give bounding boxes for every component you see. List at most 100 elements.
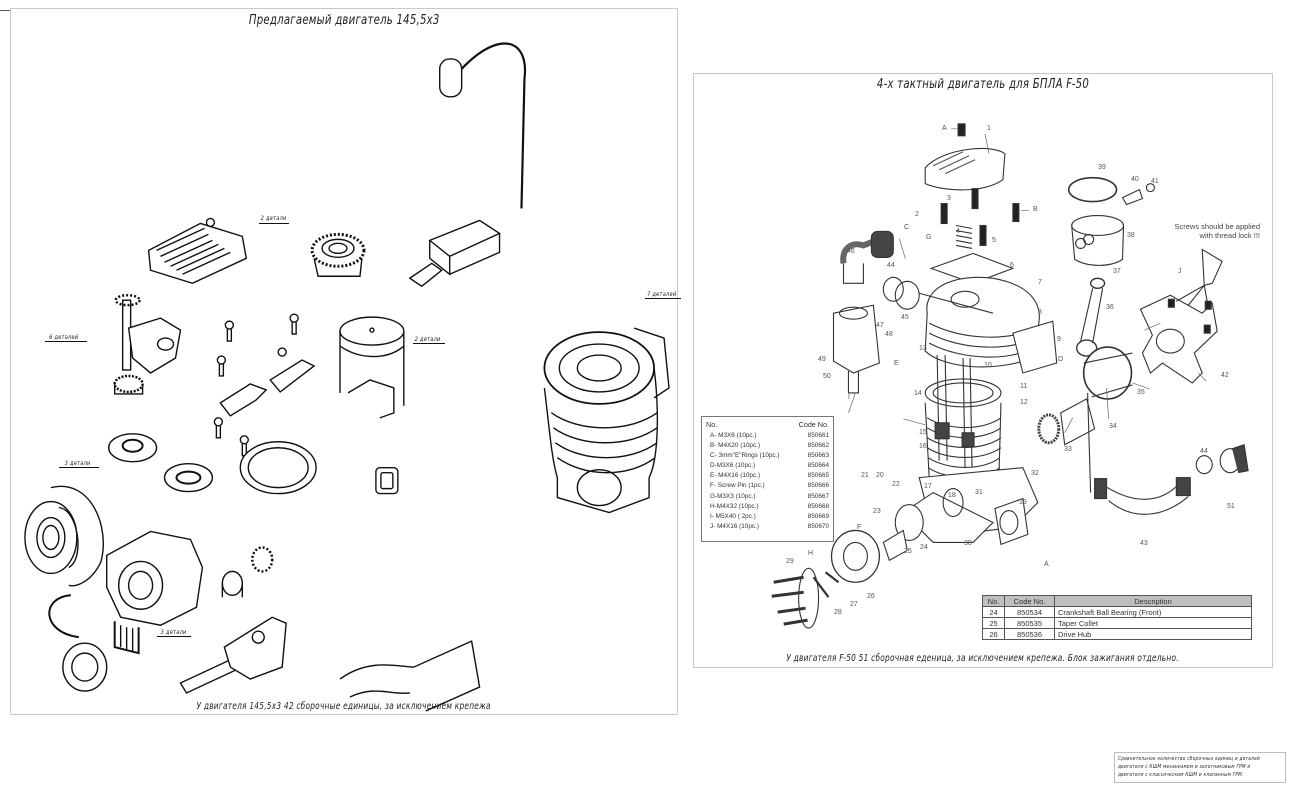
callout-1: 1 <box>987 125 991 132</box>
push-rods <box>934 355 975 468</box>
callout-22: 22 <box>892 481 900 488</box>
callout-40: 40 <box>1131 176 1139 183</box>
valve-train <box>113 293 182 395</box>
callout-23: 23 <box>873 508 881 515</box>
fastener-item: I- M5X40 ( 2pc.) <box>710 512 756 520</box>
callout-42: 42 <box>1221 372 1229 379</box>
part-tag-drive-hub: 3 детали <box>64 459 91 467</box>
fastener-item: J- M4X16 (10pc.) <box>710 522 760 530</box>
callout-26: 26 <box>867 593 875 600</box>
callout-F: F <box>857 524 862 531</box>
proposed-engine-exploded-drawing <box>11 9 677 714</box>
cylinder-head <box>147 217 248 284</box>
callout-13: 13 <box>919 345 927 352</box>
piston-ring <box>1067 176 1118 203</box>
callout-45: 45 <box>901 314 909 321</box>
bevel-gear <box>310 232 366 277</box>
callout-47: 47 <box>876 322 884 329</box>
callout-A: A <box>942 125 947 132</box>
callout-32: 32 <box>1031 470 1039 477</box>
cylinder-head <box>924 252 1058 374</box>
callout-48: 48 <box>885 331 893 338</box>
intake-flange <box>882 276 994 314</box>
callout-G: G <box>926 234 932 241</box>
fastener-item: E- M4X16 (10pc.) <box>710 472 761 480</box>
f50-engine-exploded-drawing <box>694 74 1272 667</box>
callout-46: 46 <box>847 248 855 255</box>
fastener-code: 850666 <box>807 482 829 490</box>
callout-28: 28 <box>834 609 842 616</box>
callout-C: C <box>904 224 910 231</box>
fastener-code: 850665 <box>807 472 829 480</box>
fastener-row: G-M3X3 (10pc.)850667 <box>706 492 829 502</box>
callout-8: 8 <box>1038 309 1042 316</box>
callout-6: 6 <box>1010 262 1014 269</box>
fastener-row: D-M3X6 (10pc.)850664 <box>706 461 829 471</box>
crankshaft <box>179 616 287 694</box>
fastener-item: C- 3mm"E"Rings (10pc.) <box>710 452 780 460</box>
callout-20: 20 <box>876 472 884 479</box>
fastener-code: 850662 <box>807 442 829 450</box>
callout-11: 11 <box>1020 383 1028 390</box>
callout-36: 36 <box>1106 304 1114 311</box>
bearings <box>48 546 274 692</box>
parts-cell-desc: Drive Hub <box>1054 628 1252 640</box>
parts-cell-code: 850535 <box>1004 617 1055 629</box>
fastener-row: A- M3X6 (10pc.)850661 <box>706 431 829 441</box>
fastener-code: 850668 <box>807 502 829 510</box>
callout-43: 43 <box>1140 540 1148 547</box>
screws <box>213 313 299 457</box>
fastener-row: F- Screw Pin (1pc.) 850666 <box>706 481 829 491</box>
thread-lock-note: Screws should be applied with thread loc… <box>1175 222 1260 240</box>
callout-3: 3 <box>947 195 951 202</box>
part-tag-crankcase-front: 3 детали <box>160 628 187 636</box>
thread-lock-tube <box>1167 248 1223 334</box>
part-tag-valve-train: 6 деталей <box>49 333 79 341</box>
drive-hub <box>24 485 104 587</box>
proposed-engine-caption: У двигателя 145,5х3 42 сборочные единицы… <box>196 701 492 712</box>
parts-col-no: No. <box>982 595 1005 607</box>
callout-12: 12 <box>1020 399 1028 406</box>
callout-J: J <box>1178 268 1182 275</box>
fastener-item: F- Screw Pin (1pc.) <box>710 482 765 490</box>
part-tag-crankcase-cylinder: 7 деталей <box>647 290 677 298</box>
callout-51: 51 <box>1227 503 1235 510</box>
callout-E: E <box>894 360 899 367</box>
note-line: двигателя с КШМ механизмом и золотниковы… <box>1118 764 1251 770</box>
fastener-item: D-M3X6 (10pc.) <box>710 462 756 470</box>
thread-note-line: with thread lock !!! <box>1199 231 1260 240</box>
parts-col-description: Description <box>1054 595 1252 607</box>
callout-38: 38 <box>1127 232 1135 239</box>
parts-cell-code: 850536 <box>1004 628 1055 640</box>
callout-I: I <box>848 394 850 401</box>
callout-D: D <box>1058 356 1064 363</box>
f50-engine-caption: У двигателя F-50 51 сборочная еденица, з… <box>786 653 1180 664</box>
fastener-row: J- M4X16 (10pc.)850670 <box>706 522 829 532</box>
callout-39: 39 <box>1098 164 1106 171</box>
callout-44b: 44 <box>1200 448 1208 455</box>
corner-mark <box>0 10 10 11</box>
parts-col-code: Code No. <box>1004 595 1055 607</box>
fastener-row: B- M4X20 (10pc.)850662 <box>706 441 829 451</box>
mounting-plate <box>1139 294 1218 384</box>
callout-29: 29 <box>786 558 794 565</box>
fastener-row: E- M4X16 (10pc.) 850665 <box>706 471 829 481</box>
fastener-code: 850667 <box>807 492 829 500</box>
callout-27: 27 <box>850 601 858 608</box>
tag-line <box>259 223 289 224</box>
callout-H: H <box>808 550 814 557</box>
f50-engine-title: 4-х тактный двигатель для БПЛА F-50 <box>876 77 1090 92</box>
fastener-row: C- 3mm"E"Rings (10pc.)850663 <box>706 451 829 461</box>
crankcase-front <box>106 530 204 655</box>
fastener-row: H-M4X32 (10pc.)850668 <box>706 502 829 512</box>
callout-17: 17 <box>924 483 932 490</box>
callout-44: 44 <box>887 262 895 269</box>
callout-16: 16 <box>919 443 927 450</box>
callout-19: 19 <box>1019 499 1027 506</box>
parts-cell-no: 24 <box>982 606 1005 618</box>
rocker-cover <box>924 123 1006 191</box>
proposed-engine-title: Предлагаемый двигатель 145,5х3 <box>248 13 440 28</box>
